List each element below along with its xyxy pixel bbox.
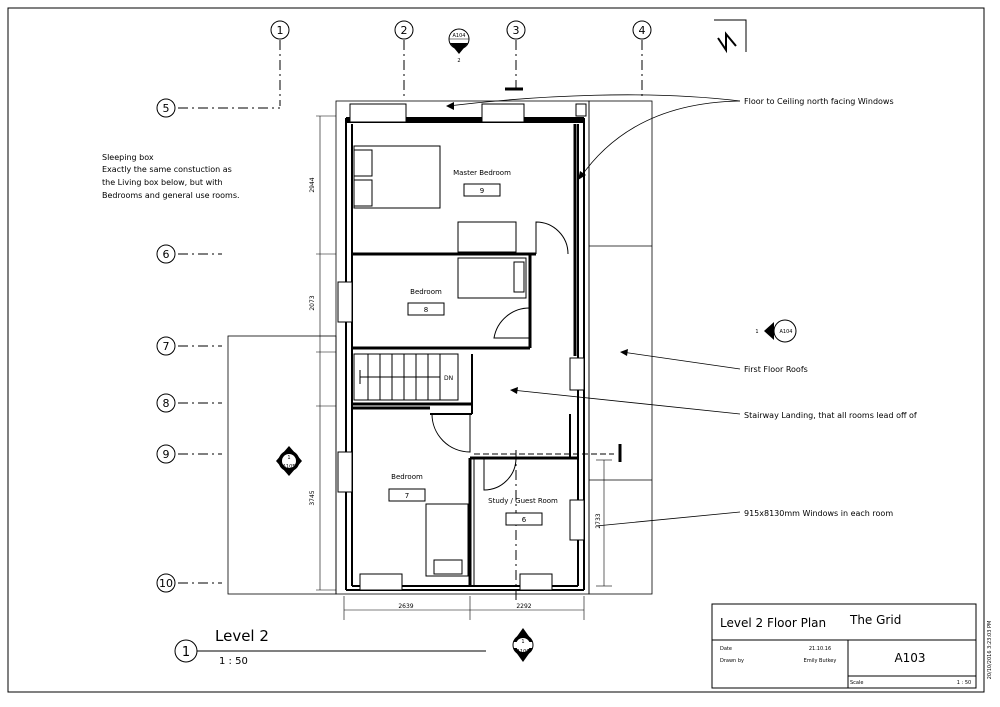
- date-label: Date: [720, 646, 732, 652]
- grid-bubble-8[interactable]: 8: [156, 393, 176, 413]
- grid-label-1: 1: [277, 24, 284, 37]
- grid-label-7: 7: [163, 340, 170, 353]
- room-name: Bedroom: [391, 473, 423, 481]
- section-num-right: 1: [755, 329, 758, 335]
- grid-bubble-9[interactable]: 9: [156, 444, 176, 464]
- section-ref-right: A104: [780, 329, 793, 335]
- note-stair-landing: Stairway Landing, that all rooms lead of…: [744, 411, 917, 420]
- sheet-border: [7, 7, 985, 693]
- grid-bubble-2[interactable]: 2: [394, 20, 414, 40]
- date-value: 21.10.16: [809, 646, 831, 652]
- section-mark-left[interactable]: 1 A105: [276, 446, 302, 476]
- section-num-top: 2: [457, 58, 460, 64]
- room-bedroom-8[interactable]: Bedroom 8: [407, 288, 445, 316]
- north-arrow-icon: [714, 19, 747, 54]
- note-line: Sleeping box: [102, 153, 154, 162]
- drawn-by-label: Drawn by: [720, 658, 744, 664]
- note-line: Bedrooms and general use rooms.: [102, 191, 240, 200]
- doors: [431, 221, 569, 491]
- grid-label-5: 5: [163, 102, 170, 115]
- grid-bubble-10[interactable]: 10: [156, 573, 176, 593]
- note-first-floor-roofs: First Floor Roofs: [744, 365, 808, 374]
- furniture: [353, 145, 527, 577]
- room-name: Bedroom: [410, 288, 442, 296]
- room-name: Master Bedroom: [453, 169, 511, 177]
- grid-label-4: 4: [639, 24, 646, 37]
- dimension-2733: 2733: [595, 513, 602, 528]
- windows: [337, 103, 587, 591]
- dimension-2639: 2639: [398, 603, 413, 610]
- note-windows-each-room: 915x8130mm Windows in each room: [744, 509, 893, 518]
- room-number: 8: [424, 306, 428, 314]
- view-title-text: Level 2: [215, 627, 269, 645]
- sheet-number: A103: [894, 651, 925, 665]
- section-line-right: [474, 444, 622, 462]
- room-name: Study / Guest Room: [488, 497, 558, 505]
- dimension-2944: 2944: [309, 177, 316, 192]
- dimension-3745: 3745: [309, 490, 316, 505]
- grid-bubble-3[interactable]: 3: [506, 20, 526, 40]
- scale-label: Scale: [850, 680, 863, 686]
- grid-bubble-7[interactable]: 7: [156, 336, 176, 356]
- room-study-guest[interactable]: Study / Guest Room 6: [488, 497, 558, 526]
- grid-bubble-6[interactable]: 6: [156, 244, 176, 264]
- leader-arrowheads: [446, 102, 628, 394]
- dimension-lines: [316, 115, 612, 620]
- grid-label-2: 2: [401, 24, 408, 37]
- grid-bubble-5[interactable]: 5: [156, 98, 176, 118]
- stair: [353, 353, 459, 401]
- section-mark-bottom[interactable]: 1 A106: [512, 628, 534, 662]
- dimension-2292: 2292: [516, 603, 531, 610]
- scale-value: 1 : 50: [957, 680, 971, 686]
- section-ref-top: A104: [453, 33, 466, 39]
- view-number: 1: [182, 645, 190, 660]
- grid-bubble-4[interactable]: 4: [632, 20, 652, 40]
- section-num-left: 1: [287, 455, 290, 461]
- room-number: 6: [522, 516, 527, 524]
- annotation-leaders: [447, 94, 741, 527]
- grid-label-9: 9: [163, 448, 170, 461]
- grid-label-3: 3: [513, 24, 520, 37]
- view-title[interactable]: 1 Level 2 1 : 50: [174, 627, 486, 667]
- project-name: The Grid: [849, 613, 901, 627]
- section-ref-left: A105: [283, 464, 296, 470]
- view-scale: 1 : 50: [219, 656, 248, 667]
- grid-label-10: 10: [159, 577, 173, 590]
- note-line: the Living box below, but with: [102, 178, 223, 187]
- note-sleeping-box: Sleeping box Exactly the same constuctio…: [102, 153, 240, 200]
- room-number: 7: [405, 492, 409, 500]
- room-number: 9: [480, 187, 484, 195]
- section-mark-right[interactable]: A104 1: [755, 319, 797, 343]
- room-bedroom-7[interactable]: Bedroom 7: [388, 473, 426, 502]
- grid-label-6: 6: [163, 248, 170, 261]
- drawn-by-value: Emily Butkey: [804, 658, 837, 664]
- note-line: Exactly the same constuction as: [102, 165, 232, 174]
- grid-label-8: 8: [163, 397, 170, 410]
- section-ref-bottom: A106: [517, 649, 530, 655]
- note-windows-north: Floor to Ceiling north facing Windows: [744, 97, 894, 106]
- section-num-bottom: 1: [521, 639, 524, 645]
- sheet-title: Level 2 Floor Plan: [720, 616, 826, 630]
- title-block: [711, 603, 977, 689]
- room-master-bedroom[interactable]: Master Bedroom 9: [453, 169, 511, 197]
- section-mark-top[interactable]: A104 2: [448, 28, 470, 64]
- print-stamp: 20/10/2016 3:23:03 PM: [987, 621, 993, 680]
- stair-label: DN: [444, 375, 453, 382]
- dimension-2073: 2073: [309, 295, 316, 310]
- roof-outlines: [227, 100, 653, 595]
- grid-bubble-1[interactable]: 1: [270, 20, 290, 40]
